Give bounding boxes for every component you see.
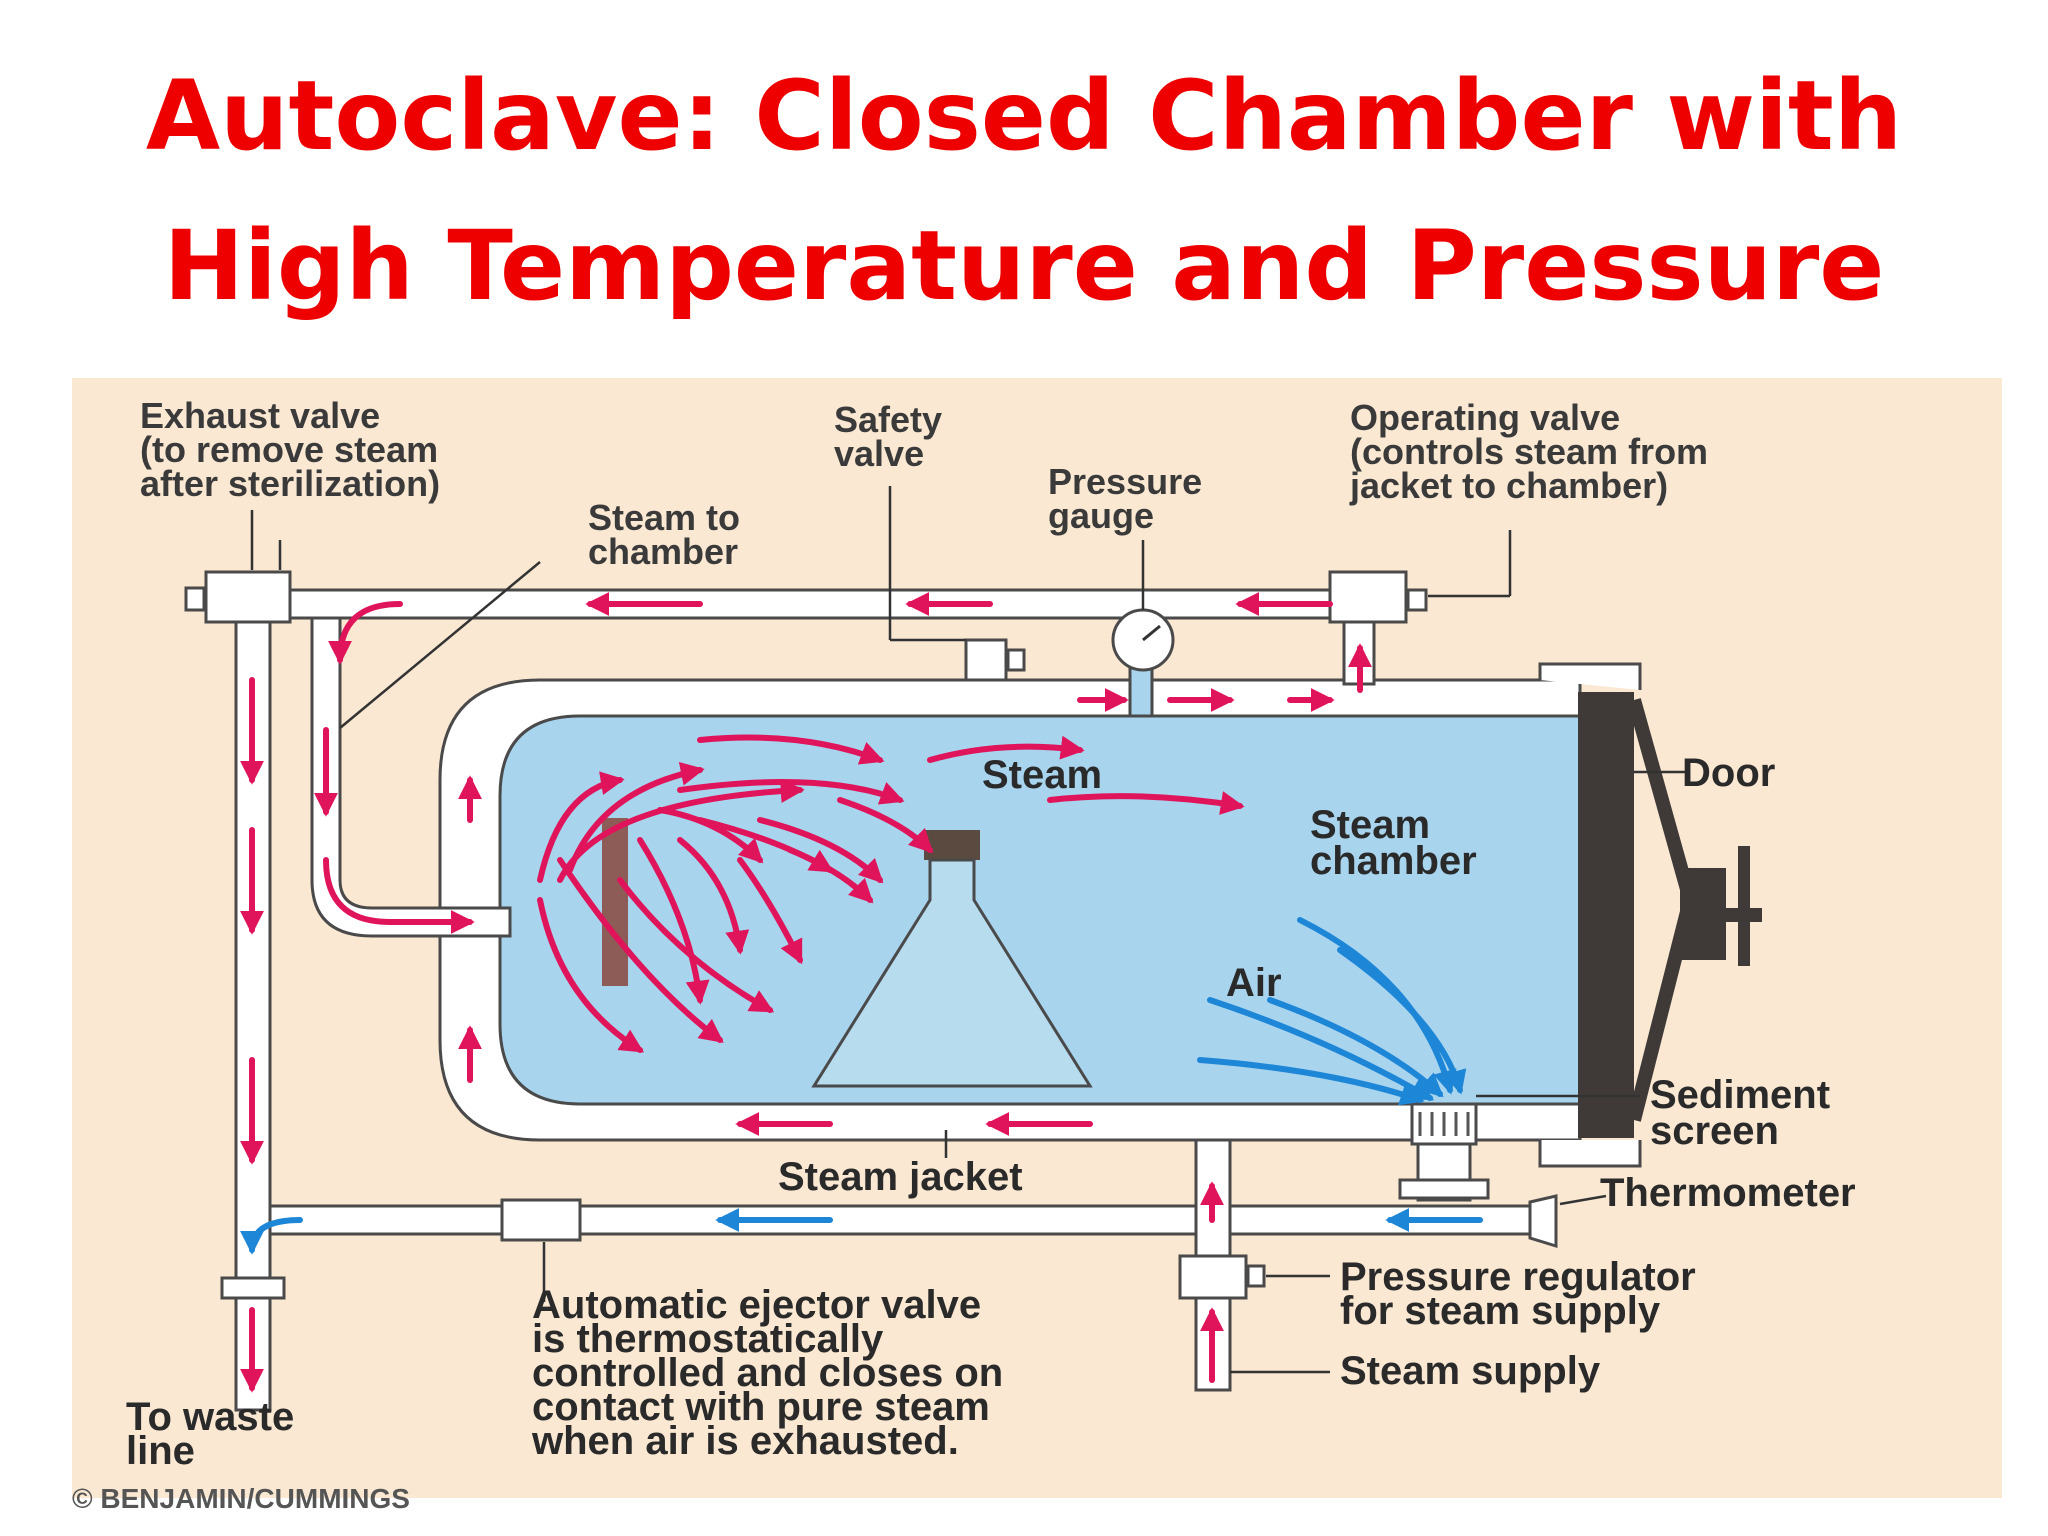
pressure-regulator-valve [1178,1254,1248,1300]
operating-valve-knob [1406,588,1428,612]
ejector-valve-label: Automatic ejector valve is thermostatica… [531,1283,1014,1463]
leader-lines [250,486,1690,1374]
title-line-1: Autoclave: Closed Chamber with [145,60,1903,172]
exhaust-valve-label: Exhaust valve (to remove steam after ste… [140,395,448,504]
sediment-screen-mesh [1418,1112,1470,1136]
steam-chamber-label: Steam chamber [1310,803,1477,883]
thermometer-housing [1398,1178,1490,1200]
operating-valve-label: Operating valve (controls steam from jac… [1349,397,1718,506]
safety-valve-label: Safety valve [834,399,952,474]
title-line-2: High Temperature and Pressure [163,210,1885,322]
steam-label: Steam [982,753,1102,797]
flask [811,858,1093,1088]
credit-label: © BENJAMIN/CUMMINGS [72,1483,410,1514]
thermometer-label: Thermometer [1600,1171,1856,1215]
waste-line-label: To waste line [126,1395,305,1473]
door-frame-top [1538,662,1642,690]
pipe-steam-arrows [240,592,1372,1393]
ejector-valve [500,1198,582,1242]
pressure-gauge-label: Pressure gauge [1048,461,1212,536]
waste-coupling [220,1276,286,1300]
steam-to-chamber-label: Steam to chamber [588,497,750,572]
pressure-regulator-knob [1246,1264,1266,1288]
sediment-screen-label: Sediment screen [1650,1073,1841,1153]
flask-cork [924,830,980,860]
operating-valve [1328,570,1408,624]
air-arrows [240,917,1483,1255]
chamber-steam-arrows [537,734,1245,1053]
door [1578,692,1634,1138]
thermometer-bulb [1528,1194,1558,1249]
steam-supply-label: Steam supply [1340,1349,1601,1393]
door-frame-bottom [1538,1140,1642,1168]
top-pipe [246,588,1390,620]
door-hub [1680,868,1726,960]
exhaust-valve [204,570,292,624]
pressure-gauge-needle [1142,624,1161,642]
steam-jacket-label: Steam jacket [778,1155,1023,1199]
door-label: Door [1682,751,1775,795]
safety-valve [964,638,1008,682]
exhaust-valve-knob [184,586,206,612]
door-wheel [1738,846,1750,966]
drain-pipe [268,1204,1532,1236]
pressure-regulator-label: Pressure regulator for steam supply [1340,1255,1707,1333]
baffle-plate [602,818,628,986]
safety-valve-knob [1006,648,1026,672]
air-label: Air [1226,961,1282,1005]
